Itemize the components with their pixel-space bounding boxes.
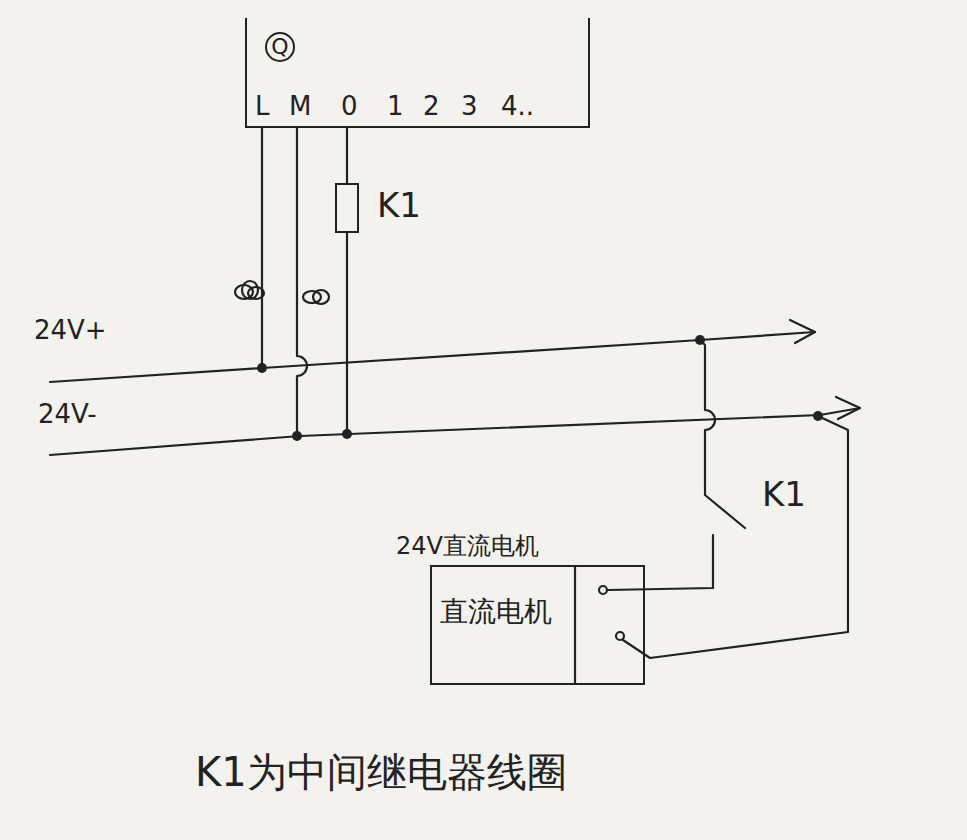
dc-motor-box: 24V直流电机直流电机 xyxy=(430,565,645,685)
motor-divider xyxy=(574,566,576,684)
junction-dot xyxy=(813,411,823,421)
motor-label: 直流电机 xyxy=(440,597,552,628)
bus-positive xyxy=(50,332,815,382)
junction-dot xyxy=(292,431,302,441)
relay-coil: K1 xyxy=(335,183,359,233)
wire-contact xyxy=(700,340,745,528)
plc-output-module: Q LM 0123 4.. xyxy=(245,18,590,128)
terminal-label: 4.. xyxy=(501,92,534,121)
arrow-head xyxy=(836,397,860,419)
junction-dot xyxy=(257,363,267,373)
arrow-head xyxy=(790,320,815,343)
terminal-label: L xyxy=(255,92,270,121)
fuse-symbol xyxy=(303,290,329,304)
module-letter: Q xyxy=(265,32,295,62)
wire-coil xyxy=(346,233,348,434)
bus-negative xyxy=(50,408,860,455)
wire xyxy=(346,128,348,183)
supply-label: 24V- xyxy=(38,400,97,429)
motor-heading: 24V直流电机 xyxy=(396,533,539,559)
wire-m xyxy=(297,128,307,436)
motor-terminal xyxy=(599,586,607,594)
terminal-label: M xyxy=(289,92,311,121)
wire-contact xyxy=(608,535,713,590)
terminal-label: 2 xyxy=(423,92,440,121)
junction-dot xyxy=(342,429,352,439)
terminal-label: 0 xyxy=(341,92,358,121)
motor-terminal xyxy=(616,632,624,640)
wire-l xyxy=(261,128,263,368)
contact-label: K1 xyxy=(762,476,806,513)
wire-return xyxy=(623,416,848,658)
supply-label: 24V+ xyxy=(34,316,107,345)
terminal-label: 1 xyxy=(387,92,404,121)
terminal-label: 3 xyxy=(461,92,478,121)
fuse-symbol xyxy=(235,281,264,299)
coil-label: K1 xyxy=(377,187,421,224)
caption: K1为中间继电器线圈 xyxy=(195,750,567,794)
junction-dot xyxy=(695,335,705,345)
